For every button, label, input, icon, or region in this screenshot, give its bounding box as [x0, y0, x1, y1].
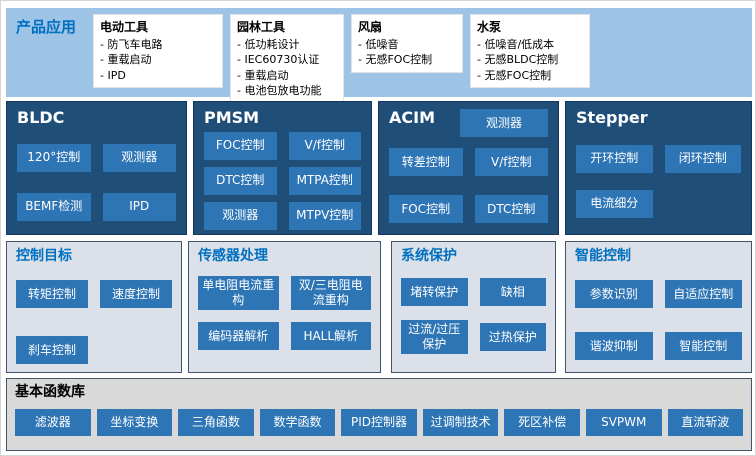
- feature-block: 缺相: [479, 278, 546, 307]
- section-title: 控制目标: [16, 248, 72, 264]
- feature-block: 死区补偿: [504, 409, 580, 437]
- feature-block: 智能控制: [664, 332, 742, 361]
- panel-header: ACIM 观测器: [389, 109, 548, 137]
- section-basic-function-library: 基本函数库 滤波器 坐标变换 三角函数 数学函数 PID控制器 过调制技术 死区…: [6, 378, 752, 451]
- feature-block: 刹车控制: [16, 336, 88, 365]
- app-card-item: - 重载启动: [237, 68, 289, 82]
- app-card-water-pump: 水泵 - 低噪音/低成本 - 无感BLDC控制 - 无感FOC控制: [470, 14, 591, 88]
- feature-block: FOC控制: [389, 195, 463, 223]
- feature-block: 转矩控制: [16, 280, 88, 309]
- panel-feature-grid: FOC控制 V/f控制 DTC控制 MTPA控制 观测器 MTPV控制: [204, 131, 361, 230]
- product-applications-label: 产品应用: [16, 18, 77, 36]
- section-system-protection: 系统保护 堵转保护 缺相 过流/过压保护 过热保护: [391, 241, 556, 373]
- section-feature-grid: 单电阻电流重构 双/三电阻电流重构 编码器解析 HALL解析: [198, 276, 371, 351]
- panel-feature-grid: 转差控制 V/f控制 FOC控制 DTC控制: [389, 148, 548, 223]
- feature-block: IPD: [102, 192, 176, 221]
- feature-block: V/f控制: [474, 148, 548, 176]
- feature-block: 观测器: [460, 109, 548, 137]
- panel-title: ACIM: [389, 108, 435, 127]
- motor-panel-pmsm: PMSM FOC控制 V/f控制 DTC控制 MTPA控制 观测器 MTPV控制: [193, 101, 372, 235]
- panel-title: Stepper: [576, 108, 648, 127]
- feature-block: SVPWM: [585, 409, 662, 437]
- feature-block: 坐标变换: [96, 409, 173, 437]
- panel-feature-grid: 开环控制 闭环控制 电流细分: [576, 144, 741, 218]
- motor-panel-stepper: Stepper 开环控制 闭环控制 电流细分: [565, 101, 752, 235]
- panel-title: PMSM: [204, 108, 260, 127]
- app-card-title: 电动工具: [100, 20, 149, 34]
- feature-block: 过调制技术: [422, 409, 499, 437]
- feature-block: 速度控制: [100, 280, 172, 309]
- app-card-item: - IEC60730认证: [237, 53, 320, 67]
- library-function-row: 滤波器 坐标变换 三角函数 数学函数 PID控制器 过调制技术 死区补偿 SVP…: [15, 409, 744, 437]
- app-card-power-tools: 电动工具 - 防飞车电路 - 重载启动 - IPD: [93, 14, 224, 88]
- app-card-garden-tools: 园林工具 - 低功耗设计 - IEC60730认证 - 重载启动 - 电池包放电…: [230, 14, 345, 104]
- section-title: 系统保护: [401, 248, 457, 264]
- feature-block: MTPV控制: [288, 201, 361, 230]
- feature-block: V/f控制: [288, 131, 361, 160]
- section-intelligent-control: 智能控制 参数识别 自适应控制 谐波抑制 智能控制: [565, 241, 752, 373]
- section-title: 基本函数库: [15, 384, 85, 400]
- section-feature-grid: 堵转保护 缺相 过流/过压保护 过热保护: [401, 278, 546, 355]
- product-applications-band: 产品应用 电动工具 - 防飞车电路 - 重载启动 - IPD 园林工具 - 低功…: [6, 8, 752, 104]
- feature-block: 转差控制: [389, 148, 463, 176]
- feature-block: 观测器: [102, 143, 176, 172]
- feature-block: BEMF检测: [17, 192, 91, 221]
- motor-panel-acim: ACIM 观测器 转差控制 V/f控制 FOC控制 DTC控制: [378, 101, 559, 235]
- app-card-item: - 重载启动: [100, 53, 152, 67]
- app-card-item: - IPD: [100, 68, 126, 82]
- feature-block: 数学函数: [259, 409, 336, 437]
- panel-title: BLDC: [17, 108, 65, 127]
- feature-block: 自适应控制: [664, 280, 742, 309]
- app-card-item: - 电池包放电功能: [237, 83, 322, 97]
- feature-block: 三角函数: [178, 409, 254, 437]
- feature-block: 120°控制: [17, 143, 91, 172]
- feature-block: 过流/过压保护: [401, 320, 468, 355]
- feature-block: MTPA控制: [288, 166, 361, 195]
- feature-block: 开环控制: [576, 144, 653, 173]
- app-card-item: - 无感BLDC控制: [477, 53, 559, 67]
- feature-block: 过热保护: [479, 323, 546, 352]
- feature-block: 单电阻电流重构: [198, 276, 279, 311]
- app-card-title: 风扇: [358, 20, 383, 34]
- app-card-item: - 防飞车电路: [100, 37, 163, 51]
- feature-block: 直流斩波: [667, 409, 744, 437]
- app-card-item: - 低噪音/低成本: [477, 37, 555, 51]
- section-title: 智能控制: [575, 248, 631, 264]
- section-sensor-processing: 传感器处理 单电阻电流重构 双/三电阻电流重构 编码器解析 HALL解析: [188, 241, 381, 373]
- feature-block: DTC控制: [474, 195, 548, 223]
- feature-block: 双/三电阻电流重构: [290, 276, 371, 311]
- app-card-fan: 风扇 - 低噪音 - 无感FOC控制: [351, 14, 464, 73]
- feature-block: PID控制器: [341, 409, 417, 437]
- app-card-item: - 无感FOC控制: [477, 68, 552, 82]
- feature-block: 堵转保护: [401, 278, 468, 307]
- app-card-item: - 低噪音: [358, 37, 399, 51]
- feature-block: 观测器: [204, 201, 277, 230]
- section-control-goals: 控制目标 转矩控制 速度控制 刹车控制: [6, 241, 182, 373]
- feature-block: 编码器解析: [198, 322, 279, 351]
- feature-block: 电流细分: [576, 189, 653, 218]
- section-title: 传感器处理: [198, 248, 268, 264]
- app-card-item: - 低功耗设计: [237, 37, 300, 51]
- motor-panel-bldc: BLDC 120°控制 观测器 BEMF检测 IPD: [6, 101, 187, 235]
- feature-block: 滤波器: [15, 409, 91, 437]
- panel-feature-grid: 120°控制 观测器 BEMF检测 IPD: [17, 143, 176, 221]
- feature-block: 参数识别: [575, 280, 653, 309]
- app-card-title: 水泵: [477, 20, 502, 34]
- section-feature-grid: 转矩控制 速度控制 刹车控制: [16, 280, 172, 365]
- feature-block: FOC控制: [204, 131, 277, 160]
- feature-block: HALL解析: [290, 322, 371, 351]
- section-feature-grid: 参数识别 自适应控制 谐波抑制 智能控制: [575, 280, 742, 361]
- app-card-item: - 无感FOC控制: [358, 53, 433, 67]
- feature-block: 谐波抑制: [575, 332, 653, 361]
- feature-block: DTC控制: [204, 166, 277, 195]
- feature-block: 闭环控制: [664, 144, 741, 173]
- app-card-title: 园林工具: [237, 20, 286, 34]
